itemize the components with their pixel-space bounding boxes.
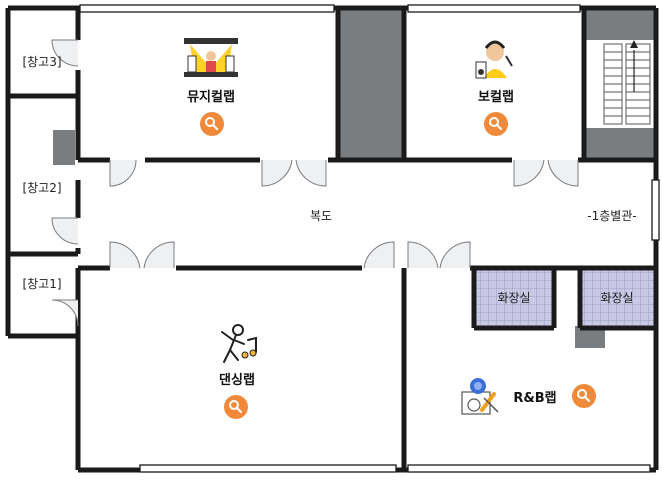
stage-spotlight-icon: [184, 38, 238, 77]
restroom-left-label: 화장실: [497, 291, 530, 305]
pillar: [586, 128, 656, 160]
dancing-lab-search-button[interactable]: [224, 395, 248, 419]
storage3-label: [창고3]: [22, 55, 61, 69]
restroom-left-floor: [476, 270, 552, 326]
pillar: [586, 8, 656, 40]
corridor-label: 복도: [310, 209, 332, 223]
restroom-right-label: 화장실: [600, 291, 633, 305]
stairs: [588, 40, 654, 126]
pillar: [340, 8, 404, 158]
doors: [51, 39, 579, 327]
storage1-label: [창고1]: [22, 277, 61, 291]
rnb-lab-search-button[interactable]: [572, 384, 596, 408]
pillar: [575, 326, 605, 348]
singer-headphones-icon: [475, 40, 513, 79]
magnifier-icon: [577, 389, 591, 403]
dancing-lab-label: 댄싱랩: [219, 372, 255, 388]
restroom-right-floor: [582, 270, 654, 326]
stairs-up-icon: [630, 40, 638, 92]
windows: [79, 4, 660, 473]
vocal-lab-search-button[interactable]: [484, 112, 508, 136]
rnb-lab-label: R&B랩: [513, 391, 556, 406]
musical-lab-label: 뮤지컬랩: [187, 90, 235, 105]
walls: [5, 5, 659, 473]
vocal-lab-label: 보컬랩: [478, 90, 514, 105]
storage2-label: [창고2]: [22, 181, 61, 195]
pillar: [53, 130, 75, 165]
musical-lab-search-button[interactable]: [200, 112, 224, 136]
microphone-radio-icon: [461, 378, 499, 415]
magnifier-icon: [205, 117, 219, 131]
dancer-music-note-icon: [221, 324, 257, 363]
magnifier-icon: [229, 400, 243, 414]
magnifier-icon: [489, 117, 503, 131]
floor-annex-label: -1층별관-: [587, 209, 636, 223]
